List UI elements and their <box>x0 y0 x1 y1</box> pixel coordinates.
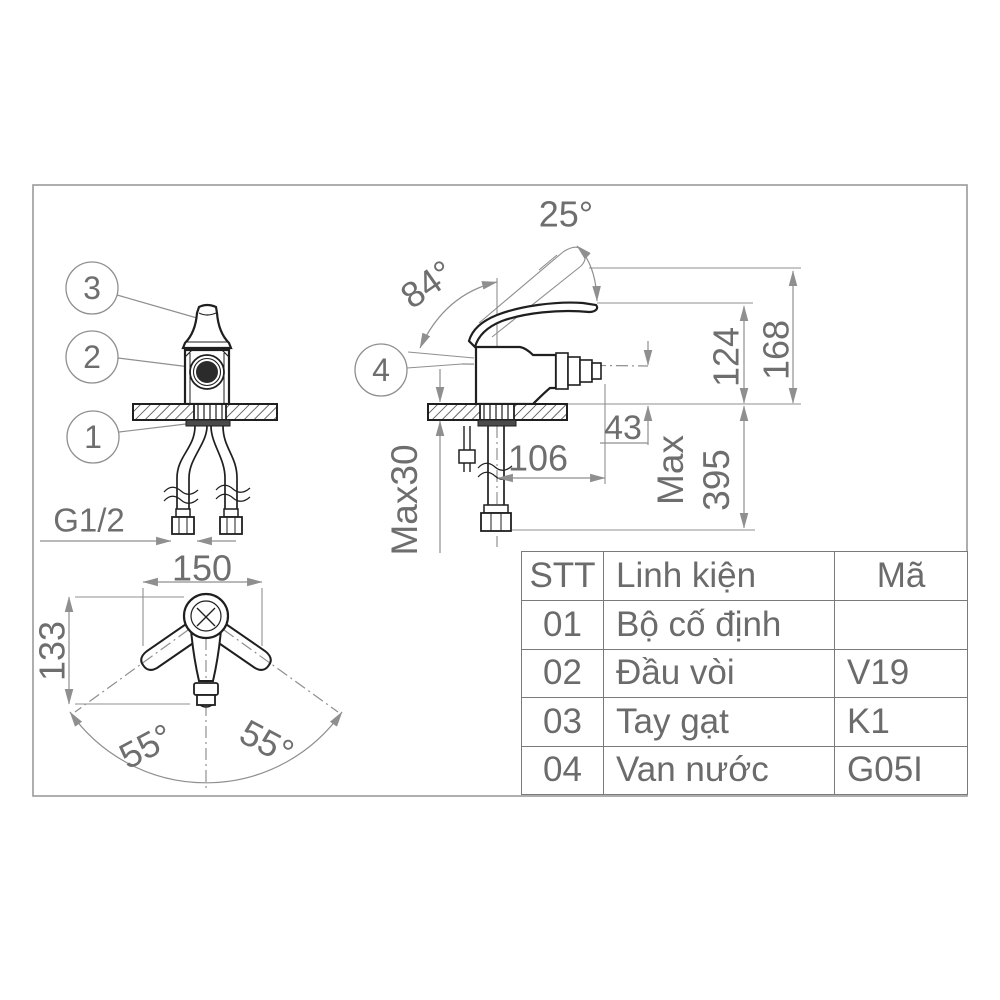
hose-side <box>477 426 513 505</box>
dim-angle-84: 84° <box>393 252 461 317</box>
dim-swing-left: 55° <box>112 715 179 777</box>
table-row-3-code: K1 <box>834 697 967 746</box>
dim-150: 150 <box>172 548 232 589</box>
arm-right <box>209 619 272 671</box>
table-row-1-stt: 01 <box>522 600 603 648</box>
front-view: 3 2 1 <box>40 261 278 546</box>
balloon-3-label: 3 <box>83 270 101 306</box>
table-row-4-stt: 04 <box>522 745 603 794</box>
aerator-top <box>196 694 216 706</box>
arm-left <box>140 619 203 671</box>
balloon-4 <box>354 343 408 397</box>
table-row-3-part: Tay gạt <box>603 697 834 746</box>
table-header-stt: STT <box>529 556 596 596</box>
table-row-2-part: Đầu vòi <box>603 648 834 698</box>
balloon-1-label: 1 <box>84 419 102 455</box>
table-row-1-part: Bộ cố định <box>603 600 834 649</box>
deck-side <box>427 403 568 427</box>
aerator <box>591 362 602 380</box>
drawing-frame <box>32 184 968 797</box>
dim-max-label: Max <box>650 435 691 505</box>
table-row-2-code: V19 <box>834 648 967 698</box>
dim-angle-25: 25° <box>539 194 593 235</box>
dim-43: 43 <box>604 409 642 447</box>
side-view: 4 25° 84° 124 168 43 106 Max30 Max 395 <box>354 194 801 556</box>
table-header-code: Mã <box>834 552 967 601</box>
dim-133: 133 <box>32 621 73 681</box>
dim-swing-right: 55° <box>233 711 300 773</box>
top-view: 150 133 55° 55° <box>32 548 343 788</box>
deck-front <box>132 403 278 427</box>
balloon-2-label: 2 <box>83 339 101 375</box>
supply-hoses <box>176 425 238 509</box>
table-row-1-code <box>834 600 967 649</box>
hose-nut-right <box>219 516 243 535</box>
dim-106: 106 <box>508 438 568 479</box>
balloon-3 <box>65 261 119 315</box>
table-row-4-code: G05I <box>834 745 967 794</box>
table-row-3-stt: 03 <box>522 697 603 745</box>
balloon-1 <box>66 410 120 464</box>
hose-nut-left <box>171 516 195 535</box>
handle-front <box>181 303 233 350</box>
parts-table: STT Linh kiện Mã 01 Bộ cố định 02 Đầu vò… <box>521 551 968 795</box>
dim-124: 124 <box>706 327 747 387</box>
balloon-4-label: 4 <box>372 352 390 388</box>
handle-side <box>467 301 599 350</box>
dim-max30: Max30 <box>384 444 425 555</box>
table-row-4-part: Van nước <box>603 745 834 794</box>
dim-168: 168 <box>756 320 797 380</box>
balloon-2 <box>65 330 119 384</box>
table-header-part: Linh kiện <box>603 552 834 601</box>
body-side <box>474 345 558 406</box>
mounting-stud <box>458 426 476 472</box>
table-row-2-stt: 02 <box>522 648 603 697</box>
dim-395: 395 <box>696 449 737 511</box>
thread-size-label: G1/2 <box>53 502 125 539</box>
